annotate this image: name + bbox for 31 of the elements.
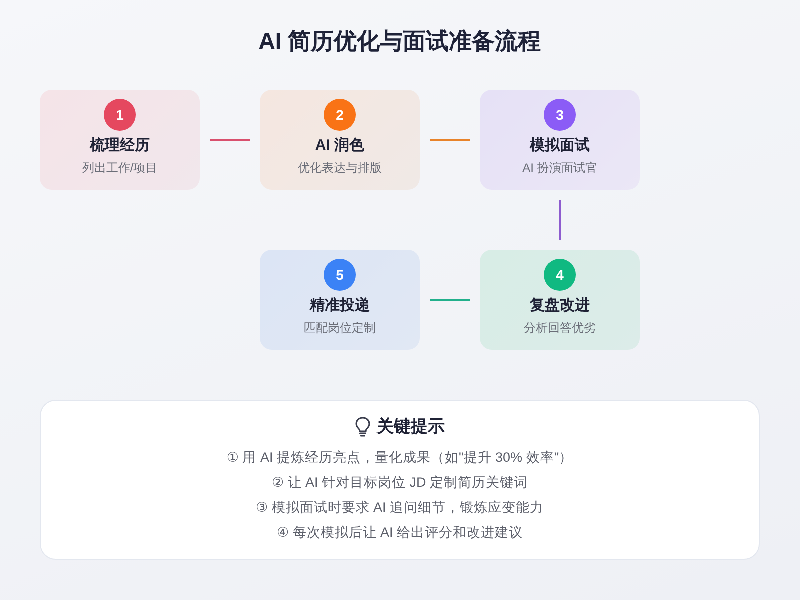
tip-text: ① 用 AI 提炼经历亮点，量化成果（如"提升 30% 效率"） [226,449,574,467]
step-title: 梳理经历 [90,136,150,156]
tip-text: ③ 模拟面试时要求 AI 追问细节，锻炼应变能力 [256,499,544,517]
tip-text: ④ 每次模拟后让 AI 给出评分和改进建议 [276,524,524,542]
step-card [260,90,420,190]
step-description: AI 扮演面试官 [522,160,598,176]
connector-line [559,200,561,240]
step-description: 优化表达与排版 [298,160,382,176]
step-number: 4 [544,259,576,291]
tip-text: ② 让 AI 针对目标岗位 JD 定制简历关键词 [272,474,528,492]
connector-line [430,299,470,301]
step-title: 精准投递 [310,296,370,316]
tips-heading: 关键提示 [377,416,445,438]
step-card [40,90,200,190]
diagram-title: AI 简历优化与面试准备流程 [258,27,542,56]
step-description: 匹配岗位定制 [304,320,376,336]
tips-panel [40,400,760,560]
connector-line [430,139,470,141]
step-card [480,90,640,190]
step-number: 2 [324,99,356,131]
connector-line [210,139,250,141]
step-description: 分析回答优劣 [524,320,596,336]
step-card [480,250,640,350]
step-number: 5 [324,259,356,291]
step-title: 复盘改进 [530,296,590,316]
step-description: 列出工作/项目 [82,160,158,176]
step-card [260,250,420,350]
step-title: AI 润色 [315,136,365,156]
step-title: 模拟面试 [530,136,590,156]
step-number: 1 [104,99,136,131]
step-number: 3 [544,99,576,131]
